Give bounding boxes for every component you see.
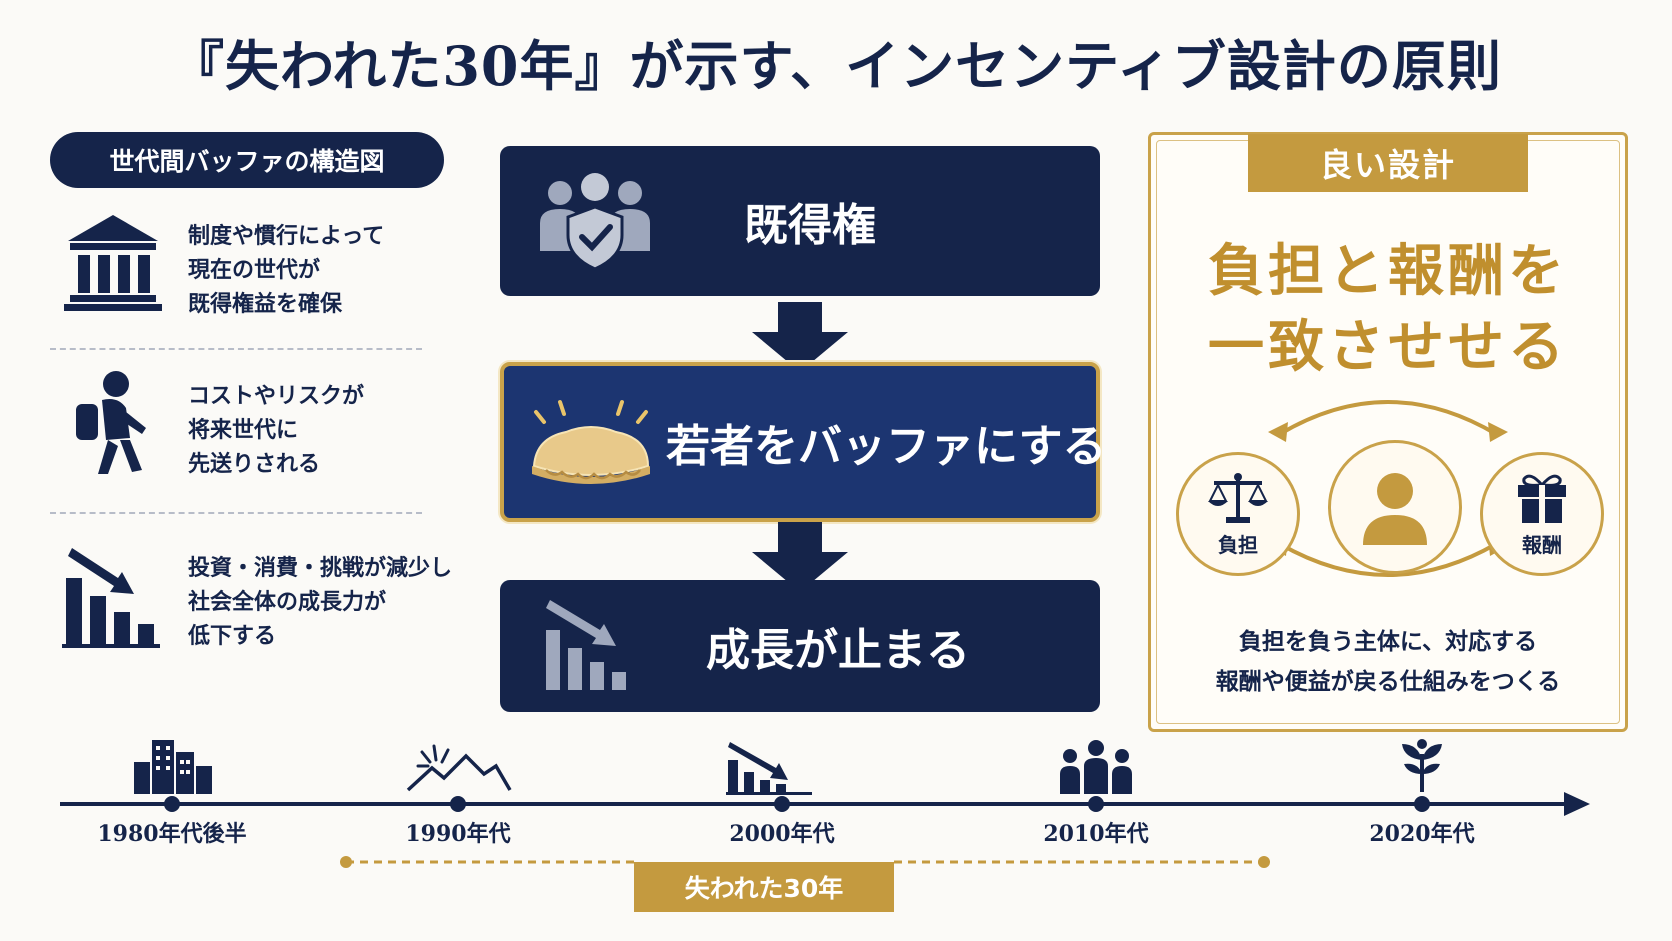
left-item-3-text: 投資・消費・挑戦が減少し 社会全体の成長力が 低下する	[188, 556, 453, 649]
good-design-headline-1: 負担と報酬を	[1208, 238, 1568, 304]
flow-step-vested-interests: 既得権	[500, 146, 1100, 296]
buildings-icon	[134, 740, 212, 794]
reward-circle: 報酬	[1480, 452, 1604, 576]
flow-step-label: 若者をバッファにする	[666, 421, 1107, 472]
protected-group-icon	[540, 173, 650, 271]
hiker-with-backpack-icon	[76, 371, 146, 474]
timeline	[60, 792, 1590, 868]
sprout-icon	[1402, 739, 1442, 792]
left-item-1-text: 制度や慣行によって 現在の世代が 既得権益を確保	[188, 224, 385, 317]
flow-step-label: 既得権	[744, 200, 876, 251]
page-title: 『失われた30年』が示す、インセンティブ設計の原則	[170, 34, 1502, 98]
left-item-2-text: コストやリスクが 将来世代に 先送りされる	[188, 384, 365, 477]
timeline-label-1990s: 1990年代	[405, 821, 511, 847]
good-design-description: 負担を負う主体に、対応する 報酬や便益が戻る仕組みをつくる	[1215, 629, 1561, 695]
reward-label: 報酬	[1522, 532, 1562, 557]
good-design-tab: 良い設計	[1248, 134, 1528, 192]
gift-icon	[1518, 474, 1566, 523]
burst-mountain-icon	[406, 744, 512, 792]
divider	[50, 348, 422, 350]
good-design-headline-2: 一致させせる	[1208, 314, 1568, 380]
flow-step-youth-as-buffer: 若者をバッファにする	[500, 362, 1106, 522]
arrow-down-icon	[752, 522, 848, 592]
declining-bars-icon	[546, 600, 626, 690]
timeline-label-2020s: 2020年代	[1369, 821, 1475, 847]
divider	[50, 512, 422, 514]
structure-header: 世代間バッファの構造図	[50, 132, 444, 188]
burden-label: 負担	[1218, 532, 1258, 557]
cushion-icon	[532, 400, 650, 484]
declining-bars-icon	[62, 548, 160, 648]
person-icon	[1363, 473, 1427, 545]
burden-circle: 負担	[1176, 452, 1300, 576]
timeline-label-1980s: 1980年代後半	[97, 821, 247, 847]
person-circle	[1328, 440, 1462, 574]
flow-step-label: 成長が止まる	[706, 625, 970, 676]
declining-bars-icon	[726, 742, 812, 795]
lost-decades-label: 失われた30年	[634, 862, 894, 912]
institution-icon	[64, 215, 162, 311]
family-icon	[1060, 740, 1132, 794]
timeline-label-2010s: 2010年代	[1043, 821, 1149, 847]
timeline-label-2000s: 2000年代	[729, 821, 835, 847]
scales-icon	[1208, 472, 1268, 523]
good-design-panel	[1148, 132, 1628, 732]
arrow-down-icon	[752, 302, 848, 372]
flow-step-growth-stops: 成長が止まる	[500, 580, 1100, 712]
